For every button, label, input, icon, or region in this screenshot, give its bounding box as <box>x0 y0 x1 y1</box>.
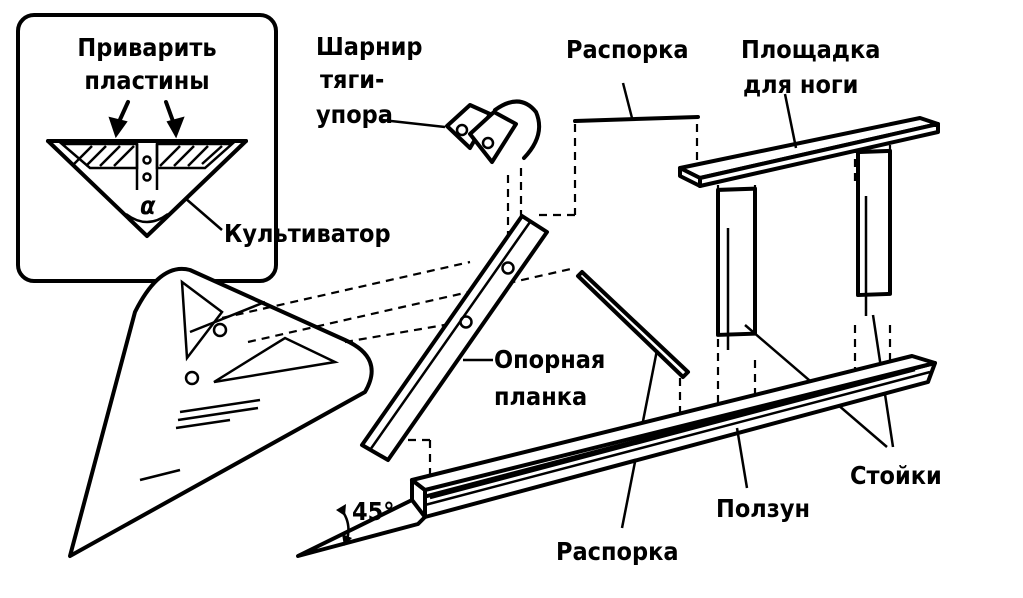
spacer-bottom-label: Распорка <box>556 537 679 566</box>
inset-frame <box>16 13 278 283</box>
cultivator-blade <box>68 266 374 558</box>
support-bar-label-line2: планка <box>494 382 587 411</box>
platform-label-line2: для ноги <box>743 70 858 99</box>
hinge-label-line3: упора <box>316 100 393 129</box>
post-left <box>716 186 757 350</box>
inset-title-line1: Приварить <box>77 33 216 62</box>
angle-45-marker <box>336 504 352 546</box>
foot-platform <box>678 116 940 188</box>
bolt-hole-icon <box>142 172 152 182</box>
cultivator-label: Культиватор <box>224 219 391 248</box>
inset-welding-detail: Приварить пластины <box>16 13 278 283</box>
platform-leader <box>783 93 798 149</box>
support-bar <box>360 214 549 462</box>
spacer-top-label: Распорка <box>566 35 689 64</box>
welded-plates-hatch <box>58 142 236 170</box>
bolt-hole-icon <box>501 261 515 275</box>
bolt-hole-icon <box>212 322 228 338</box>
bolt-hole-icon <box>459 315 473 329</box>
bolt-hole-icon <box>455 123 469 137</box>
inset-title-line2: пластины <box>84 66 209 95</box>
projection-lines <box>221 124 892 492</box>
bolt-hole-icon <box>184 370 200 386</box>
slider-rail <box>296 354 937 558</box>
cultivator-leader-line <box>184 197 223 231</box>
platform-label-line1: Площадка <box>741 35 880 64</box>
arrow-down-left-icon <box>108 100 130 139</box>
angle-alpha: α <box>140 191 156 220</box>
hinge-leader-line <box>381 118 446 129</box>
spacer-top-leader <box>621 82 634 119</box>
post-right <box>856 148 892 316</box>
arrow-down-right-icon <box>164 100 185 139</box>
angle-45-label: 45° <box>352 497 395 526</box>
hinge-bracket <box>445 99 541 164</box>
bottom-spacer-rod <box>576 270 690 379</box>
hinge-label-line2: тяги- <box>320 65 384 94</box>
posts-label: Стойки <box>850 461 942 490</box>
slider-leader <box>735 427 749 489</box>
hinge-label-line1: Шарнир <box>316 32 422 61</box>
slider-label: Ползун <box>716 494 810 523</box>
top-spacer-bar <box>573 115 700 123</box>
support-bar-label-line1: Опорная <box>494 345 605 374</box>
bolt-hole-icon <box>142 155 152 165</box>
angle-arc <box>125 212 169 224</box>
bolt-hole-icon <box>481 136 495 150</box>
